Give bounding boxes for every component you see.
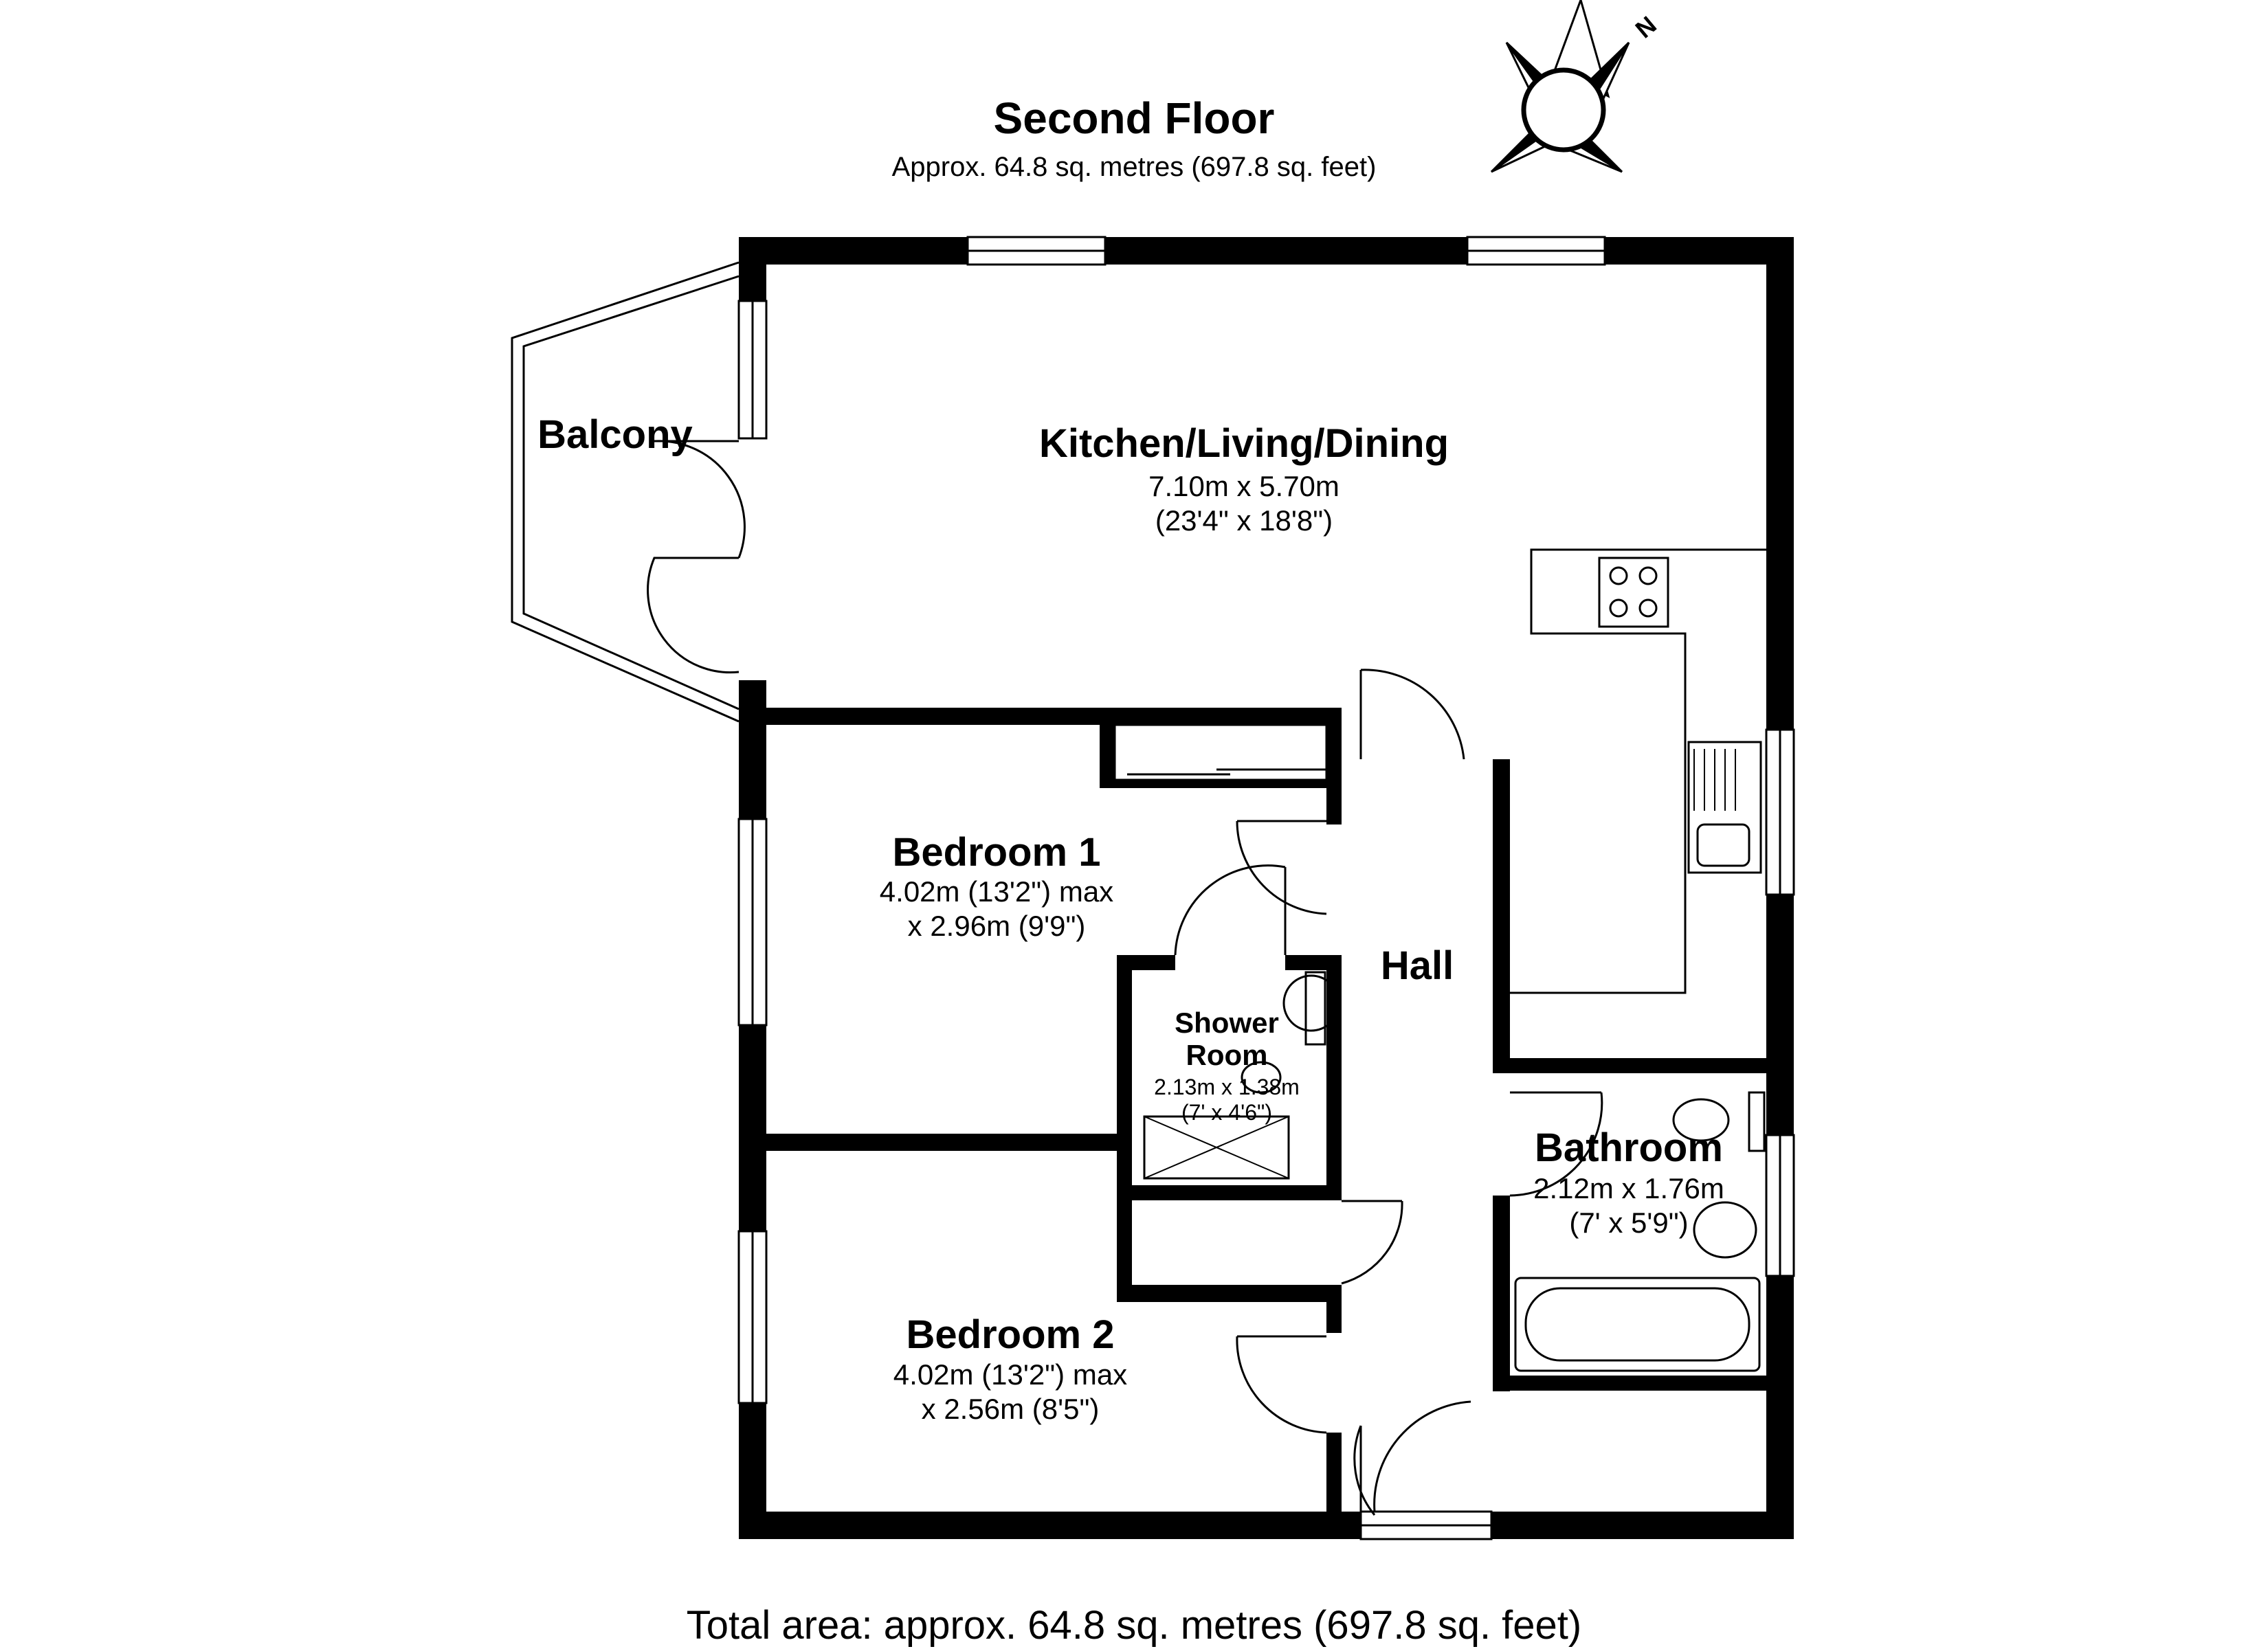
- shower-name-line2: Room: [1186, 1039, 1268, 1071]
- bedroom2-dimensions-imperial: x 2.56m (8'5"): [922, 1393, 1100, 1425]
- compass-north-label: N: [1630, 10, 1662, 43]
- shower-dimensions-metric: 2.13m x 1.38m: [1154, 1075, 1300, 1099]
- hob-icon: [1609, 566, 1658, 618]
- room-label-bedroom2: Bedroom 2 4.02m (13'2") max x 2.56m (8'5…: [893, 1312, 1127, 1425]
- bedroom1-name: Bedroom 1: [893, 830, 1101, 875]
- bathroom-wc-icon: [1672, 1098, 1730, 1142]
- bedroom1-dimensions-imperial: x 2.96m (9'9"): [908, 910, 1086, 942]
- page-subtitle: Approx. 64.8 sq. metres (697.8 sq. feet): [892, 152, 1377, 182]
- total-area: Total area: approx. 64.8 sq. metres (697…: [687, 1603, 1581, 1648]
- bedroom1-dimensions-metric: 4.02m (13'2") max: [880, 875, 1113, 908]
- bathroom-dimensions-imperial: (7' x 5'9"): [1569, 1207, 1688, 1239]
- room-label-shower: Shower Room 2.13m x 1.38m (7' x 4'6"): [1154, 1007, 1300, 1125]
- bathroom-dimensions-metric: 2.12m x 1.76m: [1533, 1172, 1724, 1204]
- bedroom2-name: Bedroom 2: [907, 1312, 1115, 1357]
- balcony-outline: [511, 261, 740, 723]
- kitchen-dimensions-metric: 7.10m x 5.70m: [1148, 470, 1339, 502]
- kitchen-name: Kitchen/Living/Dining: [1039, 421, 1449, 466]
- balcony-name: Balcony: [537, 412, 693, 457]
- bathroom-fixtures: [1514, 1091, 1766, 1372]
- internal-walls: [739, 708, 1766, 1539]
- hall-name: Hall: [1381, 943, 1454, 988]
- shower-dimensions-imperial: (7' x 4'6"): [1181, 1100, 1272, 1125]
- kitchen-sink-icon: [1687, 741, 1762, 874]
- bath-icon: [1514, 1277, 1761, 1372]
- bedroom2-dimensions-metric: 4.02m (13'2") max: [893, 1358, 1127, 1391]
- shower-wc-icon: [1241, 1061, 1282, 1094]
- shower-room-fixtures: [1143, 971, 1340, 1180]
- windows: [737, 236, 1795, 1540]
- room-label-kitchen: Kitchen/Living/Dining 7.10m x 5.70m (23'…: [1039, 421, 1449, 537]
- page-title: Second Floor: [994, 93, 1275, 143]
- wardrobe: [1113, 723, 1328, 781]
- room-label-bedroom1: Bedroom 1 4.02m (13'2") max x 2.96m (9'9…: [880, 830, 1113, 942]
- bathroom-name: Bathroom: [1535, 1125, 1723, 1170]
- bathroom-basin-icon: [1693, 1201, 1757, 1259]
- shower-name-line1: Shower: [1175, 1007, 1279, 1039]
- shower-basin-icon: [1282, 974, 1340, 1032]
- room-label-bathroom: Bathroom 2.12m x 1.76m (7' x 5'9"): [1533, 1125, 1724, 1239]
- compass-icon: N: [1490, 0, 1662, 173]
- doors: [647, 440, 1603, 1516]
- kitchen-counter: [1510, 548, 1766, 994]
- kitchen-dimensions-imperial: (23'4" x 18'8"): [1155, 504, 1333, 537]
